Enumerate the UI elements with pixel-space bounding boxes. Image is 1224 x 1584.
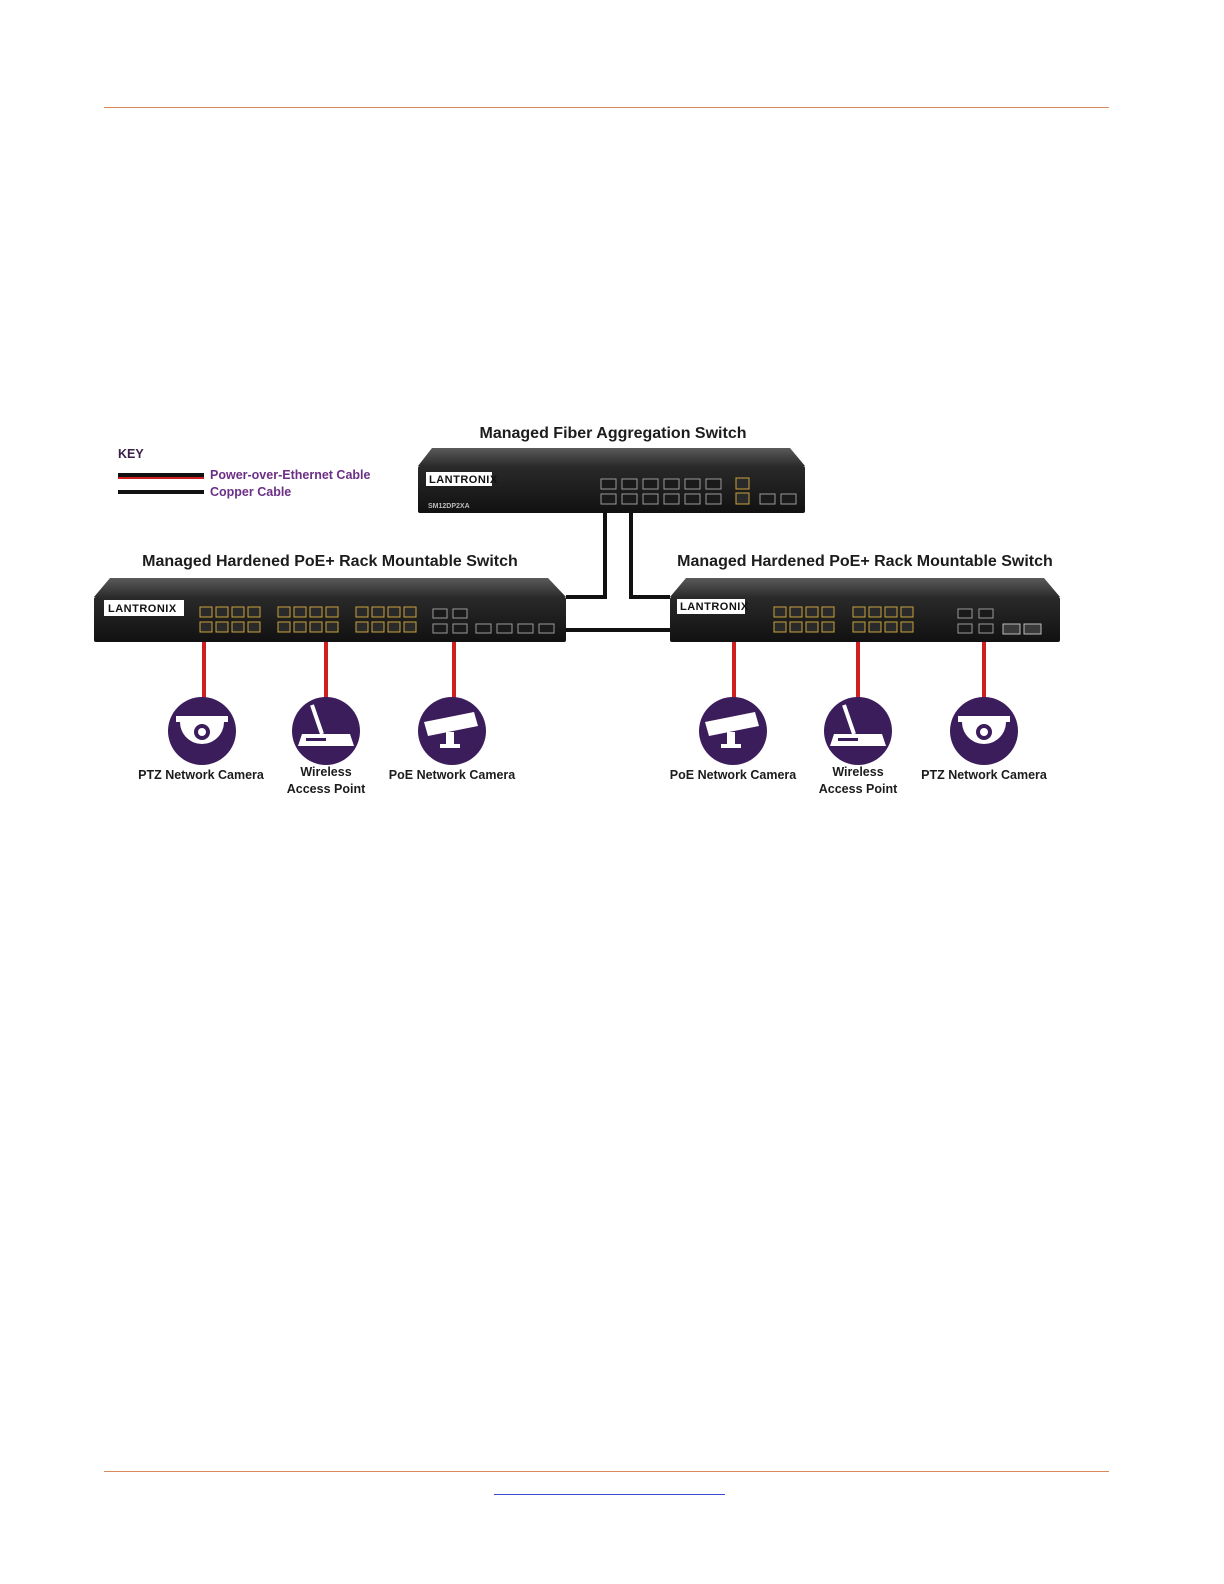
switch-port bbox=[978, 623, 994, 634]
sfp-port-bank bbox=[600, 478, 797, 505]
switch-port bbox=[309, 621, 323, 633]
switch-port bbox=[371, 606, 385, 618]
switch-port bbox=[821, 606, 835, 618]
switch-port bbox=[247, 621, 261, 633]
device-label: Wireless bbox=[832, 765, 883, 779]
switch-port bbox=[957, 623, 973, 634]
switch-port bbox=[403, 606, 417, 618]
aggregation-switch: Managed Fiber Aggregation Switch LANTRON… bbox=[418, 425, 805, 513]
lantronix-logo bbox=[677, 599, 745, 614]
switch-port bbox=[247, 606, 261, 618]
device-label: Access Point bbox=[287, 782, 366, 796]
switch-port bbox=[1023, 623, 1042, 635]
svg-text:LANTRONIX: LANTRONIX bbox=[429, 474, 498, 486]
switch-port bbox=[773, 606, 787, 618]
left-switch-title: Managed Hardened PoE+ Rack Mountable Swi… bbox=[142, 553, 518, 570]
device-label: PoE Network Camera bbox=[389, 768, 516, 782]
device-label: PoE Network Camera bbox=[670, 768, 797, 782]
switch-port bbox=[309, 606, 323, 618]
poe-cables bbox=[202, 642, 986, 700]
svg-text:LANTRONIX: LANTRONIX bbox=[680, 601, 749, 613]
poe-port-bank bbox=[199, 606, 555, 634]
rj45-ports bbox=[735, 477, 750, 505]
switch-port bbox=[773, 621, 787, 633]
aggregation-switch-title: Managed Fiber Aggregation Switch bbox=[480, 425, 747, 442]
lantronix-logo bbox=[426, 472, 492, 486]
wireless-access-point-icon bbox=[292, 697, 360, 765]
copper-cables bbox=[566, 512, 670, 632]
switch-port bbox=[387, 606, 401, 618]
switch-port bbox=[517, 623, 534, 634]
right-poe-switch: Managed Hardened PoE+ Rack Mountable Swi… bbox=[670, 553, 1060, 642]
switch-port bbox=[538, 623, 555, 634]
switch-port bbox=[325, 606, 339, 618]
switch-port bbox=[789, 606, 803, 618]
poe-camera-icon bbox=[699, 697, 767, 765]
switch-port bbox=[452, 608, 468, 619]
switch-port bbox=[852, 606, 866, 618]
switch-port bbox=[371, 621, 385, 633]
switch-port bbox=[884, 621, 898, 633]
footer-rule bbox=[104, 1471, 1109, 1472]
ptz-camera-icon bbox=[950, 697, 1018, 765]
switch-port bbox=[355, 606, 369, 618]
switch-port bbox=[496, 623, 513, 634]
right-devices: PoE Network Camera Wireless Access Point… bbox=[670, 697, 1048, 796]
switch-port bbox=[432, 623, 448, 634]
right-switch-title: Managed Hardened PoE+ Rack Mountable Swi… bbox=[677, 553, 1053, 570]
switch-port bbox=[452, 623, 468, 634]
switch-port bbox=[325, 621, 339, 633]
switch-port bbox=[900, 621, 914, 633]
footer-link-underline[interactable] bbox=[494, 1494, 725, 1495]
switch-port bbox=[355, 621, 369, 633]
switch-port bbox=[852, 621, 866, 633]
switch-port bbox=[293, 606, 307, 618]
key-heading: KEY bbox=[118, 447, 144, 461]
model-number: SM12DP2XA bbox=[428, 503, 470, 510]
device-label: PTZ Network Camera bbox=[921, 768, 1048, 782]
switch-port bbox=[978, 608, 994, 619]
svg-text:LANTRONIX: LANTRONIX bbox=[108, 603, 177, 615]
device-label: Wireless bbox=[300, 765, 351, 779]
switch-port bbox=[277, 606, 291, 618]
switch-port bbox=[215, 606, 229, 618]
header-rule bbox=[104, 107, 1109, 108]
switch-port bbox=[868, 606, 882, 618]
switch-port bbox=[805, 606, 819, 618]
poe-camera-icon bbox=[418, 697, 486, 765]
device-label: PTZ Network Camera bbox=[138, 768, 265, 782]
poe-port-bank bbox=[773, 606, 1042, 635]
switch-port bbox=[387, 621, 401, 633]
switch-port bbox=[900, 606, 914, 618]
switch-port bbox=[403, 621, 417, 633]
switch-port bbox=[231, 606, 245, 618]
ptz-camera-icon bbox=[168, 697, 236, 765]
switch-port bbox=[215, 621, 229, 633]
key-item-poe: Power-over-Ethernet Cable bbox=[210, 468, 371, 482]
uplink-cable-right bbox=[629, 512, 670, 599]
key-item-copper: Copper Cable bbox=[210, 485, 291, 499]
switch-port bbox=[884, 606, 898, 618]
legend-key: KEY Power-over-Ethernet Cable Copper Cab… bbox=[118, 447, 371, 499]
switch-port bbox=[821, 621, 835, 633]
device-label: Access Point bbox=[819, 782, 898, 796]
left-poe-switch: Managed Hardened PoE+ Rack Mountable Swi… bbox=[94, 553, 566, 642]
switch-port bbox=[789, 621, 803, 633]
switch-port bbox=[293, 621, 307, 633]
switch-port bbox=[475, 623, 492, 634]
switch-port bbox=[957, 608, 973, 619]
switch-port bbox=[199, 606, 213, 618]
lantronix-logo bbox=[104, 600, 184, 616]
wireless-access-point-icon bbox=[824, 697, 892, 765]
switch-port bbox=[432, 608, 448, 619]
uplink-cable-left bbox=[566, 512, 607, 599]
switch-port bbox=[1002, 623, 1021, 635]
left-devices: PTZ Network Camera Wireless Access Point… bbox=[138, 697, 516, 796]
switch-port bbox=[277, 621, 291, 633]
switch-port bbox=[199, 621, 213, 633]
switch-port bbox=[868, 621, 882, 633]
switch-port bbox=[231, 621, 245, 633]
switch-port bbox=[805, 621, 819, 633]
